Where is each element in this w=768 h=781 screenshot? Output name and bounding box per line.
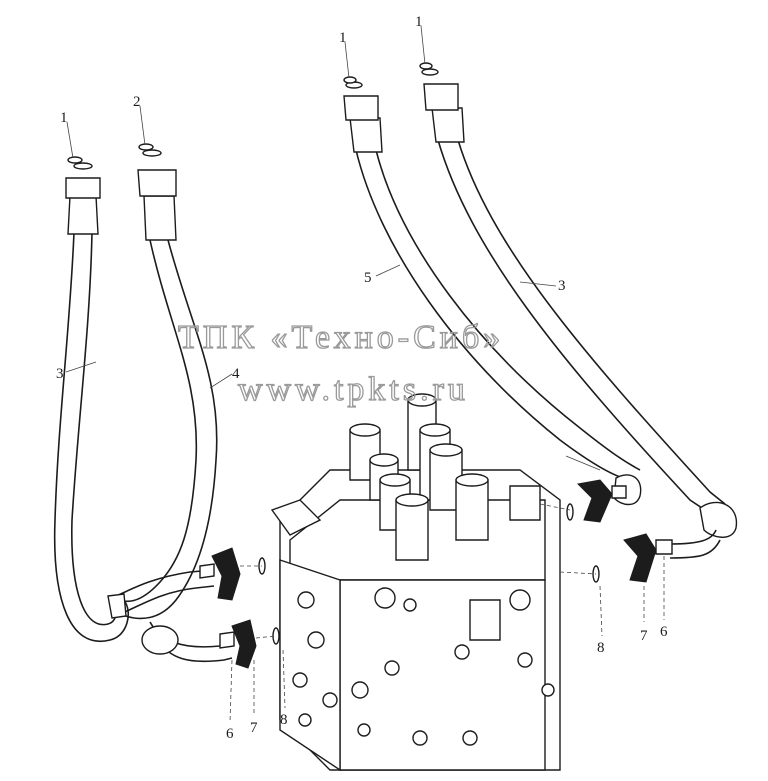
callout-8-right: 8: [597, 640, 605, 656]
knob-fitting-right-lower: [623, 533, 673, 583]
callout-1-right-b: 1: [415, 14, 423, 30]
callout-2: 2: [133, 94, 141, 110]
callout-4: 4: [232, 366, 240, 382]
hose-3-right: [421, 68, 738, 559]
knob-fitting-left-upper: [199, 547, 241, 601]
callout-6-left: 6: [226, 726, 234, 742]
callout-8-left: 8: [280, 712, 288, 728]
washers: [67, 62, 433, 164]
callout-5: 5: [364, 270, 372, 286]
lower-left-tubes: [107, 569, 233, 663]
valve-block: [270, 393, 561, 772]
callout-7-left: 7: [250, 720, 258, 736]
watermark-line1: ТПК «Техно-Сиб»: [178, 319, 504, 356]
watermark-line2: www.tpkts.ru: [238, 371, 469, 408]
hose-5: [343, 81, 642, 506]
callout-6-right: 6: [660, 624, 668, 640]
callout-3-right: 3: [558, 278, 566, 294]
callout-1-left: 1: [60, 110, 68, 126]
callout-3-left: 3: [56, 366, 64, 382]
hose-3-left: [53, 162, 129, 643]
knob-fitting-left-lower: [219, 619, 257, 669]
knob-fitting-right-upper: [576, 479, 627, 523]
callouts: 1 2 1 1 5 3 3 4 6 7 8 8 7 6: [56, 14, 668, 742]
callout-7-right: 7: [640, 628, 648, 644]
callout-1-right-a: 1: [339, 30, 347, 46]
watermark: ТПК «Техно-Сиб» www.tpkts.ru: [177, 318, 504, 408]
leader-lines: [65, 25, 665, 723]
hose-4: [111, 149, 218, 620]
